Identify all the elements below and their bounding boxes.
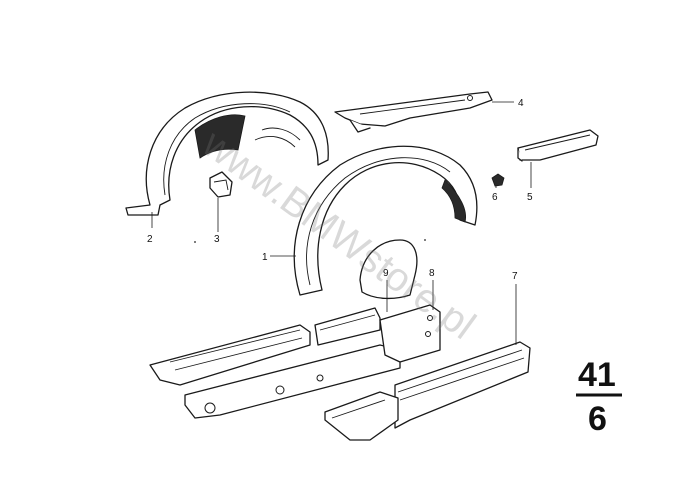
part-3-clip [209,171,233,198]
leader-lines [151,101,532,345]
callout-9: 9 [383,268,389,279]
part-6-nut [491,173,505,187]
callout-1: 1 [262,252,268,263]
callout-4: 4 [518,98,524,109]
callout-3: 3 [214,234,220,245]
callout-8: 8 [429,268,435,279]
part-2-inner-wheel-arch [125,91,329,216]
callout-5: 5 [527,192,533,203]
part-1-wheel-arch [293,145,478,296]
part-9-cover [359,239,418,300]
part-5-bracket [517,129,599,162]
callout-7: 7 [512,271,518,282]
group-number: 41 6 [576,356,622,438]
group-number-bottom: 6 [588,400,607,438]
part-7-rocker [394,341,531,429]
lower-panel [324,391,399,441]
callout-2: 2 [147,234,153,245]
part-4-support-bracket [334,91,493,133]
group-number-top: 41 [578,356,616,394]
sill-assembly [149,304,441,419]
callout-6: 6 [492,192,498,203]
